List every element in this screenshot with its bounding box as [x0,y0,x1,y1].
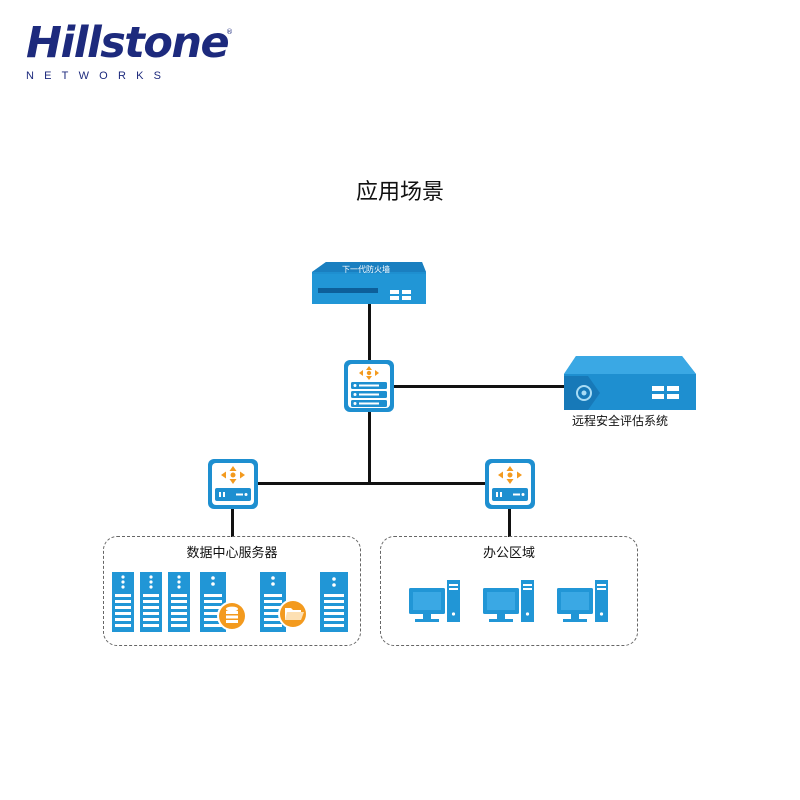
link-firewall-core [368,303,371,361]
firewall-device[interactable]: 下一代防火墙 [312,262,426,304]
office-computers [409,580,608,622]
office-zone: 办公区域 [380,536,638,646]
datacenter-zone: 数据中心服务器 [103,536,361,646]
firewall-appliance-icon [312,262,426,304]
link-right-switch-office [508,508,511,537]
logo-registered-mark: ® [226,28,233,36]
server-icon [320,572,348,632]
security-assessment-appliance-icon [564,356,696,410]
desktop-computer-icon [409,580,460,622]
logo-tagline: NETWORKS [26,70,172,82]
core-switch[interactable] [344,360,394,412]
server-rack-icon [168,572,190,632]
security-assessment-device[interactable] [560,356,696,414]
datacenter-servers [112,572,348,632]
access-switch-icon [208,459,258,509]
security-assessment-label: 远程安全评估系统 [571,414,668,428]
core-switch-icon [344,360,394,412]
datacenter-zone-label: 数据中心服务器 [186,546,278,561]
office-zone-label: 办公区域 [482,546,535,561]
access-switch-right[interactable] [485,459,535,509]
hillstone-logo: Hillstone ® NETWORKS [26,18,236,84]
server-rack-icon [140,572,162,632]
database-server-icon [200,572,247,632]
desktop-computer-icon [483,580,534,622]
server-rack-icon [112,572,134,632]
logo-wordmark: Hillstone [26,18,230,68]
link-core-assessment [392,385,570,388]
link-left-switch-dc [231,508,234,537]
access-switch-icon [485,459,535,509]
desktop-computer-icon [557,580,608,622]
page-title: 应用场景 [355,180,444,205]
link-horizontal-bus [256,482,486,485]
link-core-down [368,412,371,484]
access-switch-left[interactable] [208,459,258,509]
file-server-icon [260,572,308,632]
firewall-label: 下一代防火墙 [342,265,390,274]
